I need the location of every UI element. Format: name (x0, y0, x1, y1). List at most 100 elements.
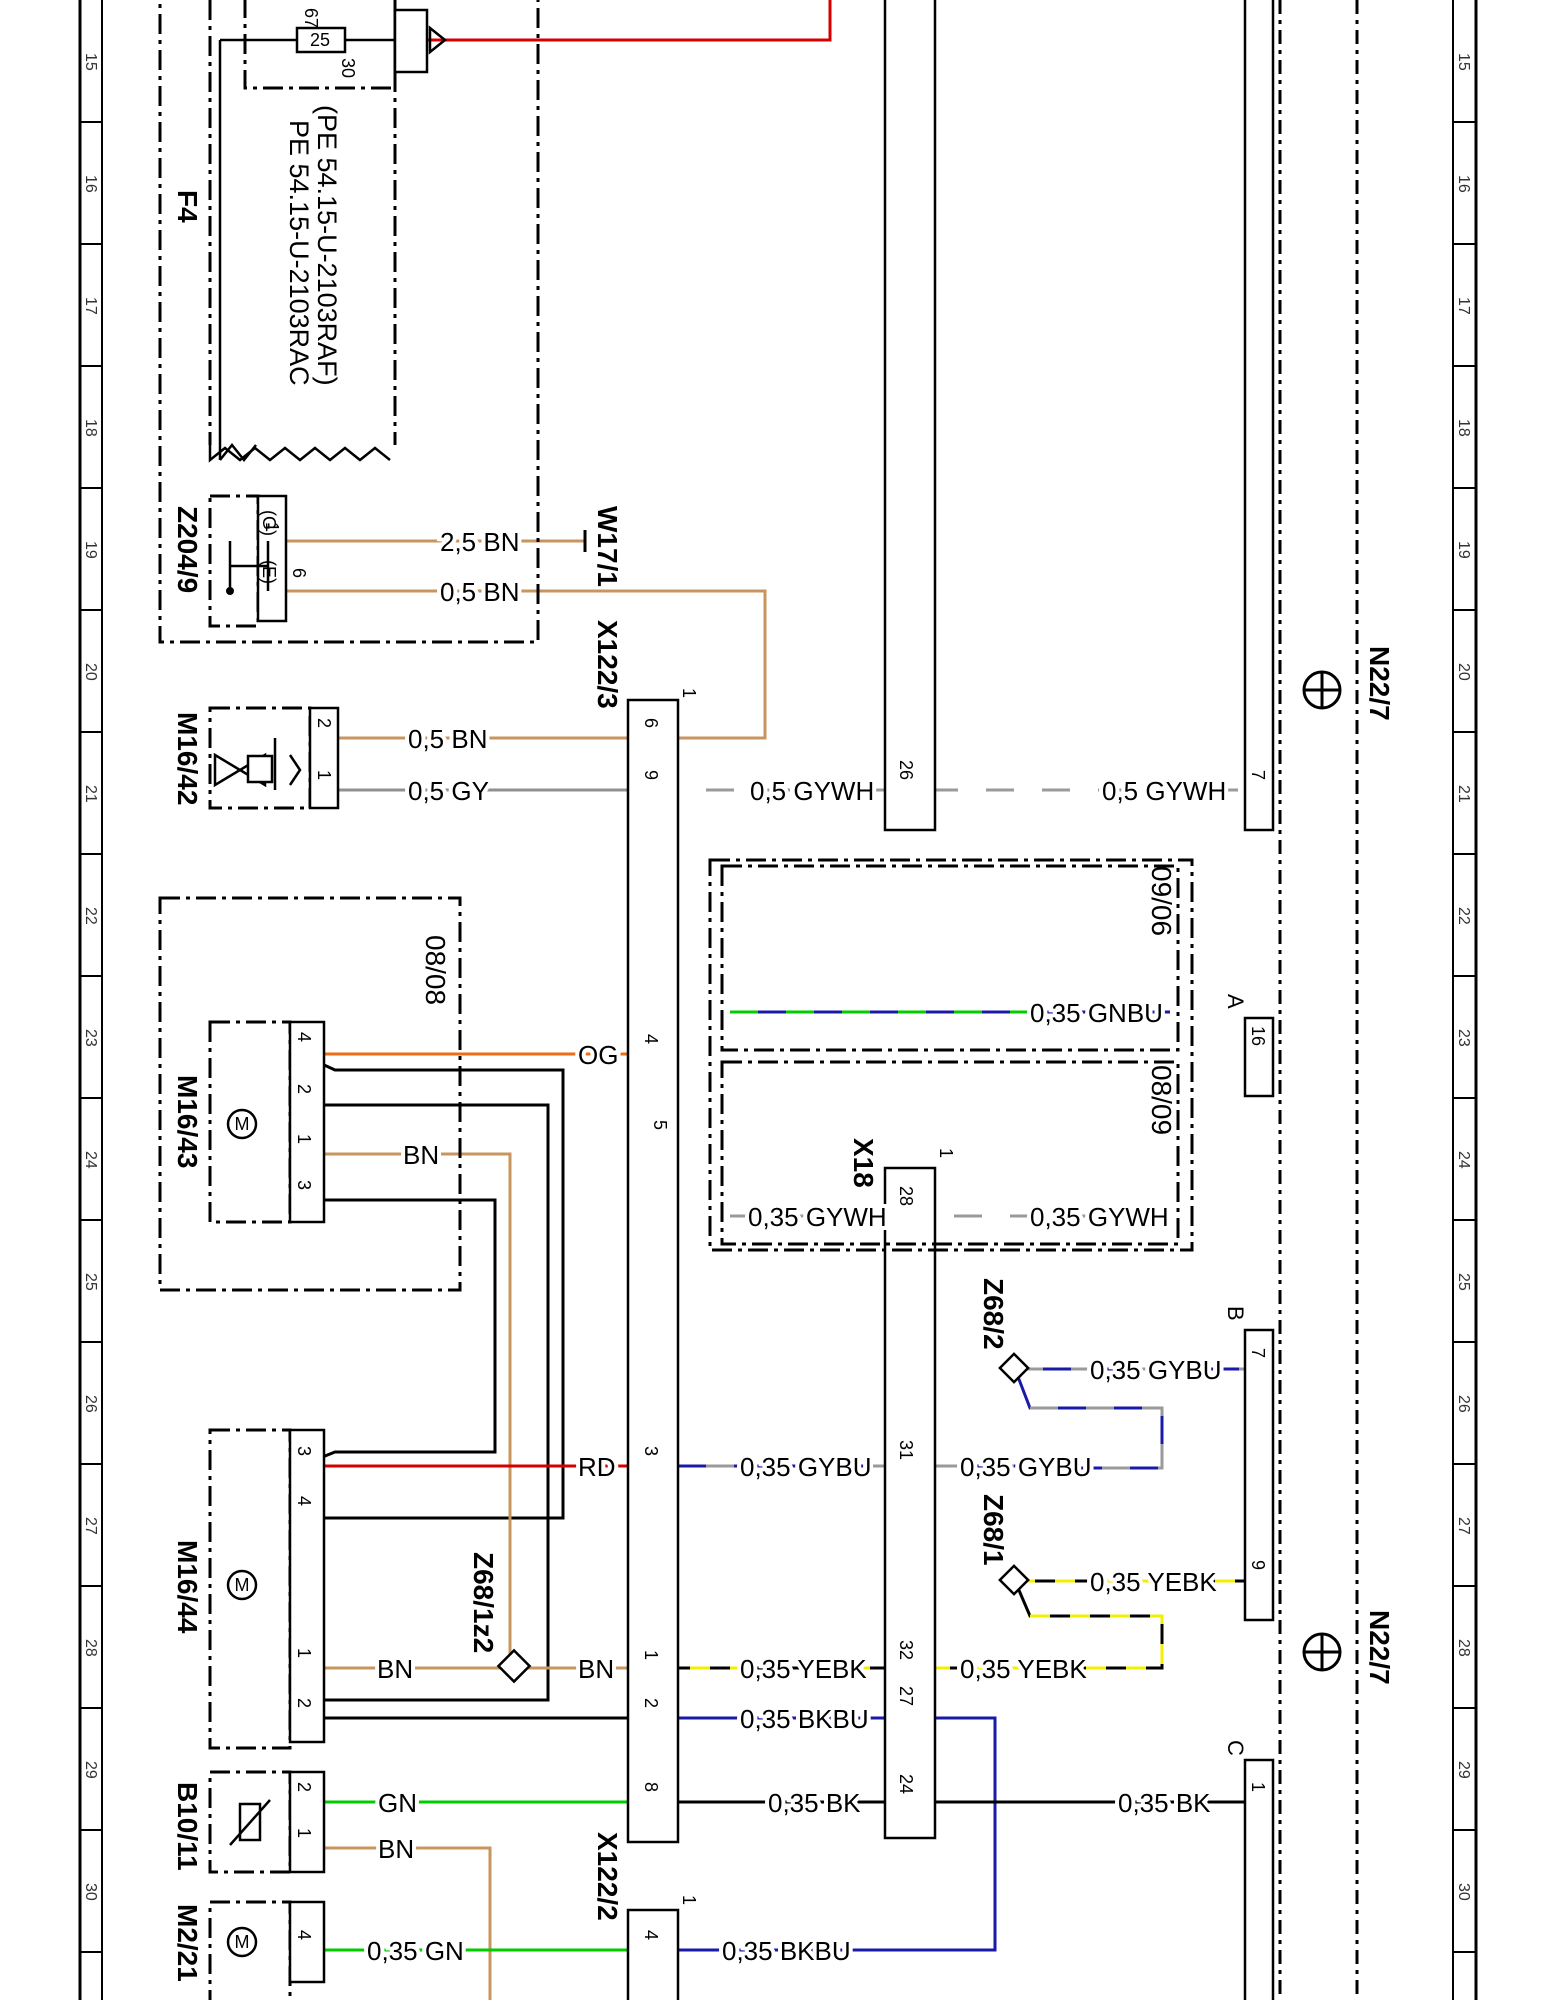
label-n22-pin-c: C (1223, 1740, 1248, 1756)
label-ref-2: (PE 54.15-U-2103RAF) (312, 105, 342, 386)
label-x122-3-top: 1 (679, 688, 699, 698)
pin-m16-43-3: 3 (294, 1180, 314, 1190)
m2-21-motor-icon (226, 1926, 258, 1958)
pin-b10-11-1: 1 (294, 1828, 314, 1838)
label-z68-1z2: Z68/1z2 (468, 1552, 499, 1653)
wire-label-bn-x: BN (578, 1654, 614, 1684)
z204-9-node (226, 587, 234, 595)
label-ref-1: PE 54.15-U-2103RAC (284, 120, 314, 386)
row-number: 26 (1455, 1395, 1472, 1413)
f4-break-line (208, 445, 391, 463)
wire-0-5bn-z204 (275, 589, 767, 740)
pin-m16-43-4: 4 (294, 1032, 314, 1042)
row-number: 24 (82, 1151, 99, 1169)
label-m2-21: M2/21 (172, 1904, 203, 1982)
m16-43-motor-icon (226, 1108, 258, 1140)
pin-x18-28: 28 (896, 1186, 916, 1206)
pin-n22-7-7a: 7 (1248, 770, 1268, 780)
row-number: 25 (1455, 1273, 1472, 1291)
wire-label-035bkbu-b: 0,35 BKBU (722, 1936, 851, 1966)
label-n22-7-top: N22/7 (1364, 646, 1395, 721)
label-x18: X18 (848, 1138, 879, 1188)
row-number: 24 (1455, 1151, 1472, 1169)
row-number: 18 (82, 419, 99, 437)
wire-label-035bkbu: 0,35 BKBU (740, 1704, 869, 1734)
z204-9-connector (256, 494, 288, 623)
wire-bn-b10 (300, 1846, 492, 2000)
wire-red-f4 (420, 0, 832, 42)
row-number: 16 (82, 175, 99, 193)
row-number: 21 (82, 785, 99, 803)
label-f4-pin-out: 30 (338, 58, 358, 78)
pin-m2-21-4: 4 (294, 1930, 314, 1940)
label-f4: F4 (172, 190, 203, 223)
label-n22-pin-b: B (1223, 1306, 1248, 1321)
wire-label-25bn: 2,5 BN (440, 527, 520, 557)
bundle-0906 (720, 864, 1180, 1052)
wire-label-035gybu-z: 0,35 GYBU (1090, 1355, 1222, 1385)
pin-x122-3-3: 3 (641, 1446, 661, 1456)
right-frame-rail (1452, 0, 1478, 2000)
n22-7-a-bar (1243, 1016, 1275, 1098)
label-x18-top: 1 (936, 1148, 956, 1158)
x122-2-connector (626, 1908, 680, 2000)
label-z68-2: Z68/2 (978, 1278, 1009, 1350)
z68-1z2-splice (496, 1648, 532, 1684)
label-z204-9: Z204/9 (172, 506, 203, 593)
wire-label-bn-m43: BN (403, 1140, 439, 1170)
label-n22-pin-a: A (1223, 994, 1248, 1009)
z204-9-box (208, 494, 260, 628)
x18-upper-bar (883, 0, 937, 832)
m16-42-diode (273, 738, 302, 790)
row-number: 16 (1455, 175, 1472, 193)
wire-bk-m43-3 (299, 1198, 497, 1468)
pin-x18-27: 27 (896, 1686, 916, 1706)
wire-label-05bn-a: 0,5 BN (440, 577, 520, 607)
m16-43-connector (288, 1020, 326, 1224)
z68-1-splice (998, 1564, 1030, 1596)
wire-label-bn-b10: BN (378, 1834, 414, 1864)
f4-fuse-symbol (295, 26, 347, 54)
z204-9-bridge (228, 541, 270, 591)
m16-44-box (208, 1428, 292, 1750)
n22-7-mid-bar (1243, 1328, 1275, 1622)
pin-x122-3-2: 2 (641, 1698, 661, 1708)
label-ref-0809: 08/09 (1146, 1065, 1177, 1135)
m16-42-connector (308, 706, 340, 810)
wire-label-035gnbu: 0,35 GNBU (1030, 998, 1163, 1028)
pin-m16-44-1: 1 (294, 1648, 314, 1658)
row-number: 20 (82, 663, 99, 681)
n22-7-ground-symbol-top (1302, 670, 1342, 710)
pin-m16-43-1: 1 (294, 1134, 314, 1144)
pin-m16-43-2: 2 (294, 1084, 314, 1094)
wire-035-bkbu (650, 1716, 997, 1952)
m16-42-coil (246, 754, 274, 784)
pin-x122-3-1: 1 (641, 1650, 661, 1660)
wire-label-05gy: 0,5 GY (408, 776, 489, 806)
f4-output-symbol (428, 25, 448, 55)
row-number: 21 (1455, 785, 1472, 803)
label-z204-9-g: (G) (259, 510, 279, 536)
label-x122-3-pin5: 5 (650, 1120, 670, 1130)
wire-label-035yebk-a: 0,35 YEBK (740, 1654, 867, 1684)
label-z204-9-pin6: 6 (289, 568, 309, 578)
label-f4-fuse: 25 (310, 30, 330, 50)
x18-connector (883, 1166, 937, 1840)
x122-3-connector (626, 698, 680, 1844)
row-number: 29 (1455, 1761, 1472, 1779)
row-number: 23 (1455, 1029, 1472, 1047)
row-number: 17 (1455, 297, 1472, 315)
pin-n22-7-9: 9 (1248, 1560, 1268, 1570)
m16-43-housing (158, 896, 462, 1292)
row-number: 18 (1455, 419, 1472, 437)
m2-21-connector (288, 1900, 326, 1984)
row-number: 28 (1455, 1639, 1472, 1657)
row-number: 20 (1455, 663, 1472, 681)
pin-x122-3-4: 4 (641, 1034, 661, 1044)
wire-label-rd: RD (578, 1452, 616, 1482)
m16-44-motor-m: M (235, 1575, 250, 1595)
label-ref-0906: 09/06 (1146, 866, 1177, 936)
f4-connector (393, 8, 429, 74)
